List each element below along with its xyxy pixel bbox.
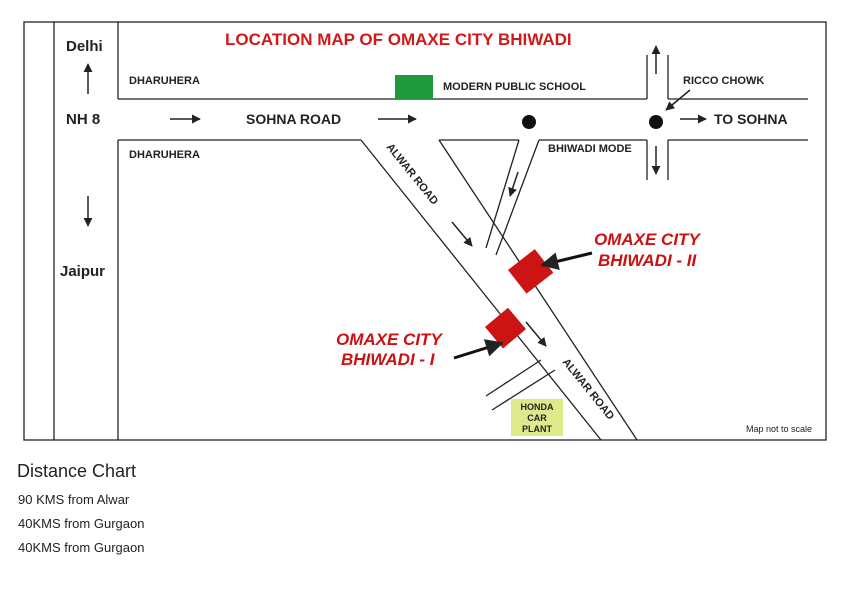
label-omaxe-1-line1: OMAXE CITY xyxy=(336,330,443,349)
label-nh8: NH 8 xyxy=(66,111,100,128)
label-honda-line3: PLANT xyxy=(522,424,552,434)
label-omaxe-2-line1: OMAXE CITY xyxy=(594,230,701,249)
sohna-road xyxy=(117,22,808,440)
label-to-sohna: TO SOHNA xyxy=(714,111,788,127)
label-bhiwadi-mode: BHIWADI MODE xyxy=(548,143,632,155)
location-map: LOCATION MAP OF OMAXE CITY BHIWADI Delhi… xyxy=(23,21,827,441)
omaxe-city-1-block xyxy=(485,307,526,349)
arrow-branch xyxy=(508,171,519,197)
label-delhi: Delhi xyxy=(66,38,103,55)
arrow-alwar-1 xyxy=(451,221,473,247)
label-alwar-road-upper: ALWAR ROAD xyxy=(384,141,441,207)
honda-car-plant-block xyxy=(511,399,563,436)
label-omaxe-2-line2: BHIWADI - II xyxy=(598,251,697,270)
arrow-pointer-omaxe-2 xyxy=(540,251,593,270)
distance-item: 90 KMS from Alwar xyxy=(18,492,130,507)
label-ricco-chowk: RICCO CHOWK xyxy=(683,75,764,87)
distance-chart-title: Distance Chart xyxy=(17,461,137,481)
label-dharuhera-top: DHARUHERA xyxy=(129,75,200,87)
modern-public-school-block xyxy=(395,75,433,99)
label-honda-line1: HONDA xyxy=(521,402,554,412)
distance-item: 40KMS from Gurgaon xyxy=(18,516,145,531)
label-map-scale-note: Map not to scale xyxy=(746,424,812,434)
distance-item: 40KMS from Gurgaon xyxy=(18,540,145,555)
arrow-pointer-omaxe-1 xyxy=(453,339,504,360)
direction-arrows xyxy=(83,45,707,347)
junction-dot-ricco-chowk xyxy=(649,115,663,129)
label-modern-public-school: MODERN PUBLIC SCHOOL xyxy=(443,81,586,93)
map-title: LOCATION MAP OF OMAXE CITY BHIWADI xyxy=(225,30,572,49)
label-jaipur: Jaipur xyxy=(60,263,105,280)
label-sohna-road: SOHNA ROAD xyxy=(246,111,341,127)
label-dharuhera-bottom: DHARUHERA xyxy=(129,149,200,161)
arrow-alwar-2 xyxy=(525,321,547,347)
junction-dot-bhiwadi-mode xyxy=(522,115,536,129)
label-omaxe-1-line2: BHIWADI - I xyxy=(341,350,436,369)
label-honda-line2: CAR xyxy=(527,413,547,423)
arrow-pointer-ricco xyxy=(665,89,691,111)
map-frame xyxy=(23,21,827,441)
alwar-road xyxy=(360,139,638,441)
